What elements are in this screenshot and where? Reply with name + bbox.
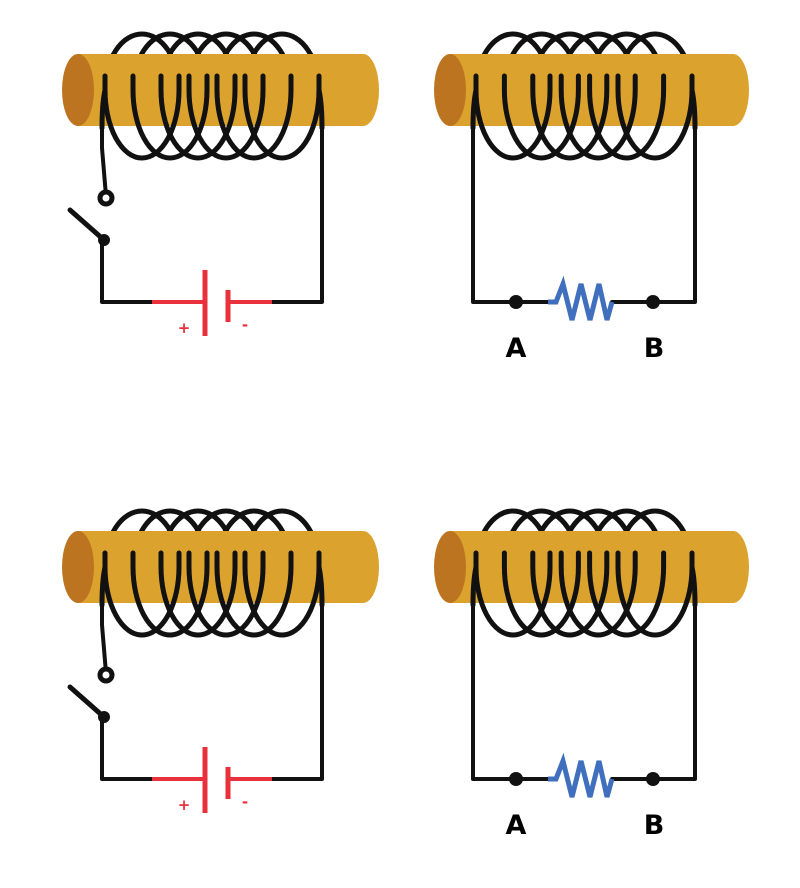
coil-turn-front [501, 73, 581, 161]
switch [67, 666, 115, 723]
coil-front-loops [99, 550, 325, 638]
battery: + - [152, 747, 272, 814]
battery-minus-label: - [242, 793, 248, 811]
terminal-a-label: A [506, 333, 527, 364]
coil-turn-front [102, 550, 182, 638]
battery: + - [152, 270, 272, 337]
coil-turn-front [530, 73, 610, 161]
coil-lead [99, 87, 108, 131]
coil-turn-front [473, 550, 553, 638]
coil-turn-front [186, 550, 266, 638]
secondary-circuit-bottom: A B [434, 508, 749, 841]
coil-turn-front [558, 73, 638, 161]
coil-turn-front [214, 550, 294, 638]
coil-lead [689, 87, 698, 131]
terminal-a-dot [509, 772, 523, 786]
terminal-b-dot [646, 772, 660, 786]
coil-front-loops [99, 73, 325, 161]
switch [67, 189, 115, 246]
coil-lead [316, 87, 325, 131]
resistor [548, 752, 615, 798]
coil-turn-front [558, 550, 638, 638]
secondary-wiring [471, 603, 697, 786]
coil-turn-front [130, 550, 210, 638]
coil-turn-front [242, 550, 322, 638]
terminal-a-label: A [506, 810, 527, 841]
coil-front-loops [470, 73, 698, 161]
primary-wiring [100, 126, 324, 304]
coil-turn-front [214, 73, 294, 161]
terminal-b-dot [646, 295, 660, 309]
resistor [548, 275, 615, 321]
terminal-a-dot [509, 295, 523, 309]
battery-minus-label: - [242, 316, 248, 334]
coil-lead [470, 564, 479, 608]
battery-plus-label: + [178, 796, 191, 814]
primary-circuit-top: + - [62, 31, 379, 337]
primary-circuit-bottom: + - [62, 508, 379, 814]
coil-turn-front [530, 550, 610, 638]
coil-lead [689, 564, 698, 608]
coil-turn-front [130, 73, 210, 161]
coil-turn-front [587, 550, 667, 638]
coil-turn-front [615, 550, 695, 638]
coil-turn-front [158, 550, 238, 638]
coil-turn-front [102, 73, 182, 161]
coil-lead [99, 564, 108, 608]
coil-front-loops [470, 550, 698, 638]
coil-turn-front [242, 73, 322, 161]
coil-lead [316, 564, 325, 608]
coil-turn-front [615, 73, 695, 161]
coil-turn-front [186, 73, 266, 161]
coil-turn-front [587, 73, 667, 161]
terminal-b-label: B [644, 333, 665, 364]
battery-plus-label: + [178, 319, 191, 337]
coil-turn-front [501, 550, 581, 638]
primary-wiring [100, 603, 324, 781]
terminal-b-label: B [644, 810, 665, 841]
secondary-circuit-top: A B [434, 31, 749, 364]
coil-turn-front [158, 73, 238, 161]
coil-turn-front [473, 73, 553, 161]
coil-lead [470, 87, 479, 131]
secondary-wiring [471, 126, 697, 309]
